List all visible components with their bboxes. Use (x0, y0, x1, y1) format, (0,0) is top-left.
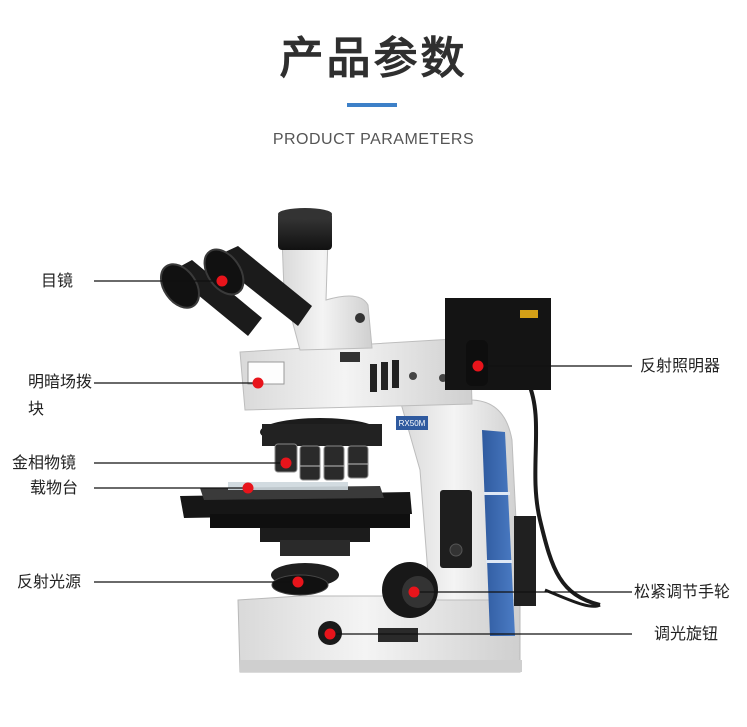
callout-focus-tension-adjust: 松紧调节手轮 (634, 582, 731, 601)
eyepiece-marker (216, 275, 228, 287)
callout-bright-dark-field-slider: 明暗场拨块 (28, 372, 93, 418)
callout-stage: 载物台 (30, 478, 79, 497)
stage-marker (242, 482, 254, 494)
light-source-marker (292, 576, 304, 588)
callout-reflected-illuminator: 反射照明器 (640, 356, 721, 375)
objective-marker (280, 457, 292, 469)
callout-reflected-light-source: 反射光源 (17, 572, 82, 591)
callout-dimmer-knob: 调光旋钮 (654, 624, 719, 643)
dimmer-marker (324, 628, 336, 640)
focus-knob-marker (408, 586, 420, 598)
title-accent-bar (347, 103, 397, 107)
illuminator-marker (472, 360, 484, 372)
page-title: 产品参数 (279, 33, 468, 84)
callout-eyepiece: 目镜 (41, 271, 74, 290)
model-badge: RX50M (399, 419, 426, 428)
slider-marker (252, 377, 264, 389)
page-subtitle: PRODUCT PARAMETERS (272, 131, 475, 148)
callout-metallurgical-objective: 金相物镜 (12, 453, 77, 472)
